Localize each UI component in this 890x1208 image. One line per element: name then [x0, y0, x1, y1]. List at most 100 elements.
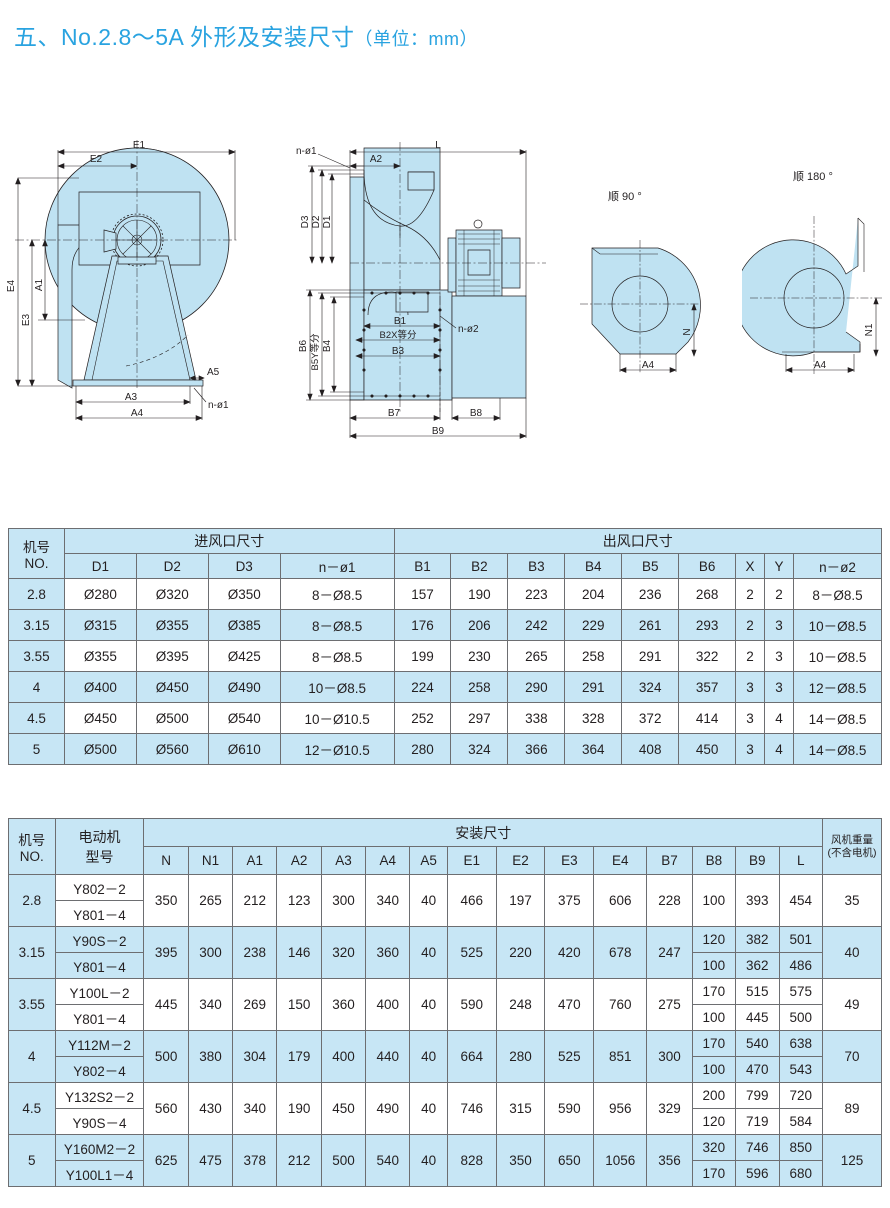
label-A3: A3: [125, 392, 138, 403]
cell-machine-no: 4: [8, 671, 65, 703]
cell-L: 638: [778, 1030, 823, 1057]
cell-value: 4: [764, 702, 794, 734]
cell-value: 375: [544, 874, 595, 927]
label-E1: E1: [133, 140, 146, 151]
cell-machine-no: 3.15: [8, 926, 56, 979]
header-col-D1: D1: [63, 553, 137, 579]
header-col-N: N: [143, 846, 189, 875]
label-N: N: [682, 328, 693, 335]
cell-value: Ø385: [207, 609, 281, 641]
cell-value: 560: [143, 1082, 189, 1135]
cell-value: 525: [544, 1030, 595, 1083]
cell-value: 851: [593, 1030, 648, 1083]
cell-value: 338: [507, 702, 566, 734]
cell-value: 3: [764, 640, 794, 672]
cell-B8: 100: [691, 1004, 737, 1031]
cell-value: 440: [365, 1030, 411, 1083]
cell-value: 10－Ø10.5: [279, 702, 395, 734]
cell-value: Ø540: [207, 702, 281, 734]
cell-value: 265: [507, 640, 566, 672]
header-col-A2: A2: [276, 846, 322, 875]
header-col-n2: n－ø2: [792, 553, 883, 579]
cell-B8: 120: [691, 1108, 737, 1135]
cell-machine-no: 4: [8, 1030, 56, 1083]
header-col-L: L: [778, 846, 823, 875]
cell-value: Ø395: [135, 640, 209, 672]
cell-value: 157: [393, 578, 452, 610]
cell-value: 248: [495, 978, 546, 1031]
header-col-A1: A1: [232, 846, 278, 875]
cell-value: 340: [232, 1082, 278, 1135]
cell-value: 395: [143, 926, 189, 979]
cell-motor-model: Y801－4: [54, 900, 145, 927]
cell-value: Ø560: [135, 733, 209, 765]
cell-value: 212: [232, 874, 278, 927]
cell-L: 850: [778, 1134, 823, 1161]
cell-value: 372: [621, 702, 680, 734]
label-A1: A1: [34, 278, 45, 291]
cell-value: 357: [678, 671, 737, 703]
cell-value: 466: [446, 874, 497, 927]
cell-value: 470: [544, 978, 595, 1031]
header-outlet-group: 出风口尺寸: [393, 528, 883, 554]
label-B7: B7: [388, 408, 401, 419]
cell-value: 14－Ø8.5: [792, 702, 883, 734]
cell-L: 501: [778, 926, 823, 953]
cell-fan-weight: 49: [821, 978, 883, 1031]
header-col-B3: B3: [507, 553, 566, 579]
cell-value: 291: [564, 671, 623, 703]
cell-B9: 382: [735, 926, 780, 953]
cell-value: 10－Ø8.5: [279, 671, 395, 703]
cell-value: Ø490: [207, 671, 281, 703]
cell-value: 3: [764, 671, 794, 703]
header-col-N1: N1: [187, 846, 234, 875]
cell-value: Ø610: [207, 733, 281, 765]
cell-value: Ø425: [207, 640, 281, 672]
cell-value: 500: [143, 1030, 189, 1083]
cell-B9: 540: [735, 1030, 780, 1057]
header-col-B6: B6: [678, 553, 737, 579]
cell-fan-weight: 89: [821, 1082, 883, 1135]
label-A2: A2: [370, 154, 383, 165]
cell-value: 199: [393, 640, 452, 672]
cell-B8: 170: [691, 1160, 737, 1187]
cell-motor-model: Y90S－2: [54, 926, 145, 953]
header-col-B5: B5: [621, 553, 680, 579]
cell-value: 625: [143, 1134, 189, 1187]
cell-motor-model: Y160M2－2: [54, 1134, 145, 1161]
cell-value: 2: [735, 640, 766, 672]
cell-value: Ø355: [135, 609, 209, 641]
cell-value: 2: [735, 578, 766, 610]
cell-fan-weight: 35: [821, 874, 883, 927]
cell-value: 40: [409, 1134, 448, 1187]
cell-value: 258: [564, 640, 623, 672]
cell-fan-weight: 40: [821, 926, 883, 979]
cell-value: Ø350: [207, 578, 281, 610]
cell-value: 380: [187, 1030, 234, 1083]
page-title: 五、No.2.8～5A 外形及安装尺寸（单位：mm）: [14, 18, 478, 52]
table-row: Y801－4: [9, 900, 882, 927]
header-col-B4: B4: [564, 553, 623, 579]
cell-value: 252: [393, 702, 452, 734]
cell-value: 3: [735, 702, 766, 734]
header-col-B7: B7: [646, 846, 693, 875]
cell-value: 206: [450, 609, 509, 641]
cell-value: 356: [646, 1134, 693, 1187]
cell-machine-no: 3.55: [8, 640, 65, 672]
cell-L: 584: [778, 1108, 823, 1135]
cell-L: 575: [778, 978, 823, 1005]
header-col-B9: B9: [735, 846, 780, 875]
header-col-E3: E3: [544, 846, 595, 875]
cell-motor-model: Y802－2: [54, 874, 145, 901]
cell-value: 760: [593, 978, 648, 1031]
